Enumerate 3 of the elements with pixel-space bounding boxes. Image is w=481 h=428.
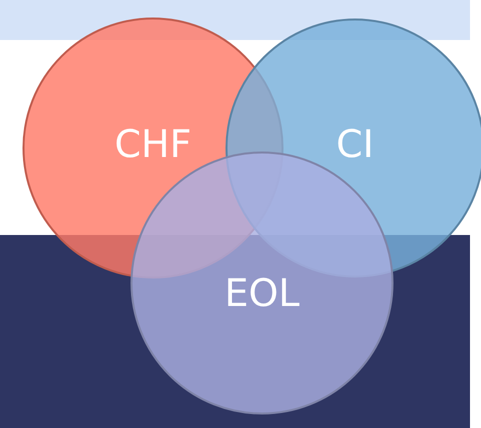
- set-label: CHF: [114, 125, 192, 163]
- set-label: CI: [336, 125, 374, 163]
- set-label: EOL: [224, 274, 300, 312]
